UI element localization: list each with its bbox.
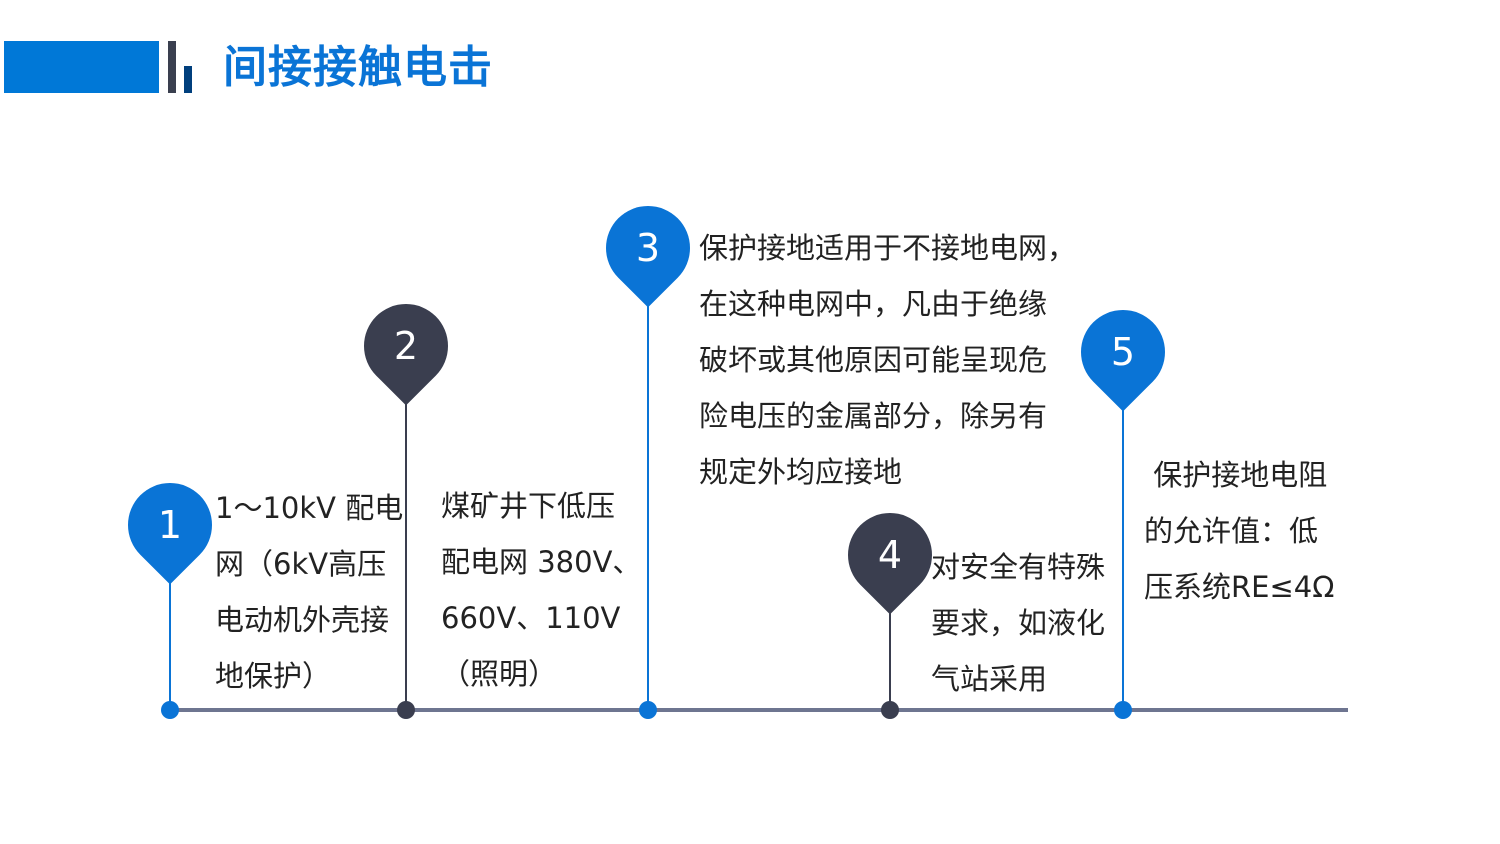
description-line: 规定外均应接地 (699, 455, 903, 489)
timeline-dot (1114, 701, 1132, 719)
timeline-dot (881, 701, 899, 719)
description-line: 660V、110V (441, 601, 621, 635)
description-line: 保护接地适用于不接地电网， (699, 231, 1077, 265)
timeline-stem (405, 396, 407, 710)
marker-pin-5: 5 (1063, 292, 1183, 412)
description-line: （照明） (441, 657, 558, 691)
description-line: 气站采用 (931, 662, 1048, 696)
description-line: 煤矿井下低压 (441, 489, 616, 523)
header-stripe (168, 41, 176, 93)
description-line: 网（6kV高压 (215, 547, 387, 581)
pin-number: 3 (635, 226, 661, 270)
description-line: 破坏或其他原因可能呈现危 (699, 343, 1048, 377)
timeline-dot (161, 701, 179, 719)
timeline-baseline (162, 708, 1348, 712)
item-description: 保护接地适用于不接地电网， 在这种电网中，凡由于绝缘破坏或其他原因可能呈现危险电压… (699, 220, 1076, 500)
item-description: 保护接地电阻的允许值：低压系统RE≤4Ω (1144, 447, 1334, 615)
timeline-stem (889, 605, 891, 710)
timeline-stem (647, 298, 649, 710)
marker-pin-2: 2 (346, 286, 466, 406)
description-line: 电动机外壳接 (215, 603, 390, 637)
pin-number: 5 (1110, 330, 1136, 374)
item-description: 煤矿井下低压配电网 380V、 660V、110V （照明） (441, 478, 641, 702)
marker-pin-1: 1 (110, 465, 230, 585)
pin-number: 1 (157, 503, 183, 547)
description-line: 在这种电网中，凡由于绝缘 (699, 287, 1048, 321)
header-stripe (184, 66, 192, 93)
description-line: 地保护） (215, 659, 332, 693)
slide-title: 间接接触电击 (223, 42, 493, 93)
description-line: 的允许值：低 (1144, 514, 1319, 548)
description-line: 压系统RE≤4Ω (1144, 570, 1335, 604)
description-line: 险电压的金属部分，除另有 (699, 399, 1048, 433)
timeline-dot (397, 701, 415, 719)
description-line: 保护接地电阻 (1144, 458, 1328, 492)
item-description: 1～10kV 配电网（6kV高压电动机外壳接地保护） (215, 480, 403, 704)
item-description: 对安全有特殊要求，如液化气站采用 (931, 539, 1105, 707)
marker-pin-3: 3 (588, 188, 708, 308)
description-line: 对安全有特殊 (931, 550, 1106, 584)
timeline-dot (639, 701, 657, 719)
description-line: 要求，如液化 (931, 606, 1106, 640)
description-line: 配电网 380V、 (441, 545, 642, 579)
pin-number: 2 (393, 324, 419, 368)
timeline-stem (169, 575, 171, 710)
timeline-stem (1122, 402, 1124, 710)
marker-pin-4: 4 (830, 495, 950, 615)
pin-number: 4 (877, 533, 903, 577)
description-line: 1～10kV 配电 (215, 491, 404, 525)
header-bar (4, 41, 159, 93)
